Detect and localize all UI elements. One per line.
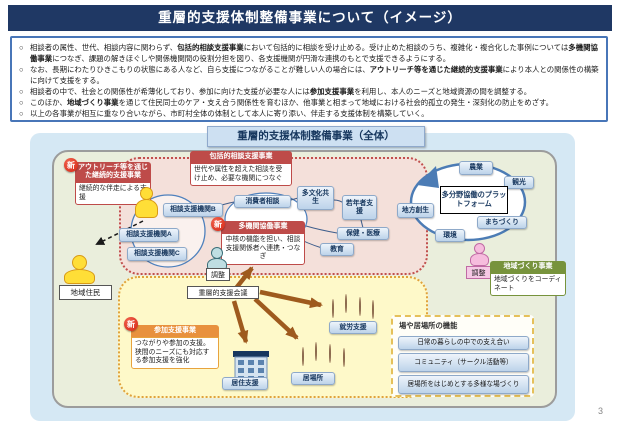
community-card-body: 地域づくりをコーディネート: [490, 273, 566, 297]
consumer-consult-box: 消費者相談: [234, 195, 291, 208]
new-badge-outreach: 新: [64, 158, 78, 172]
page-title: 重層的支援体制整備事業について（イメージ）: [8, 5, 612, 31]
employment-people-icon: [331, 291, 386, 321]
agency-c-box: 相談支援機関C: [127, 247, 187, 261]
place-function-item: 日常の暮らしの中での支え合い: [398, 336, 529, 350]
agency-b-box: 相談支援機関B: [163, 203, 223, 217]
tourism-box: 観光: [504, 176, 534, 189]
multi-agency-card-body: 中核の機能を担い、相談支援関係者へ連携・つなぎ: [221, 233, 305, 265]
place-function-item: コミュニティ（サークル活動等）: [398, 353, 529, 372]
participation-card-header: 参加支援事業: [131, 325, 219, 338]
summary-bullets: ○相談者の属性、世代、相談内容に関わらず、包括的相談支援事業において包括的に相談…: [10, 36, 608, 122]
bullet-item: ○相談者の属性、世代、相談内容に関わらず、包括的相談支援事業において包括的に相談…: [19, 43, 598, 63]
bullet-item: ○このほか、地域づくり事業を通じて住民同士のケア・支え合う関係性を育むほか、他事…: [19, 97, 554, 107]
employment-support-label: 就労支援: [329, 321, 377, 334]
community-coordinator-icon: [470, 243, 489, 266]
supported-person-icon: [135, 187, 158, 218]
new-badge-participation: 新: [124, 317, 138, 331]
bullet-item: ○相談者の中で、社会との関係性が希薄化しており、参加に向けた支援が必要な人には参…: [19, 86, 532, 96]
youth-support-box: 若年者支援: [342, 195, 377, 220]
community-development-card: 地域づくり事業 地域づくりをコーディネート: [490, 261, 566, 297]
bullet-item: ○なお、長期にわたりひきこもりの状態にある人など、自ら支援につながることが難しい…: [19, 64, 599, 85]
diagram-title: 重層的支援体制整備事業（全体）: [207, 126, 425, 147]
place-label: 居場所: [291, 372, 335, 385]
community-card-header: 地域づくり事業: [490, 261, 566, 274]
participation-support-card: 参加支援事業 つながりや参加の支援。狭間のニーズにも対応する参加支援を強化: [131, 325, 219, 369]
multi-agency-card-header: 多機関協働事業: [221, 221, 305, 234]
agriculture-box: 農業: [459, 161, 493, 175]
place-functions-box: 場や居場所の機能 日常の暮らしの中での支え合い コミュニティ（サークル活動等） …: [391, 315, 534, 397]
comprehensive-consultation-card: 包括的相談支援事業 世代や属性を超えた相談を受け止め、必要な機関につなぐ: [190, 151, 292, 187]
town-planning-box: まちづくり: [477, 216, 527, 229]
multi-agency-card: 多機関協働事業 中核の機能を担い、相談支援関係者へ連携・つなぎ: [221, 221, 305, 265]
comprehensive-card-body: 世代や属性を超えた相談を受け止め、必要な機関につなぐ: [190, 163, 292, 187]
layered-meeting-box: 重層的支援会議: [187, 286, 259, 299]
resident-label: 地域住民: [59, 285, 112, 300]
environment-box: 環境: [435, 229, 465, 242]
place-people-icon: [302, 338, 360, 368]
coordinator-person-icon: [207, 247, 227, 271]
outreach-card-header: アウトリーチ等を通じた継続的支援事業: [75, 162, 151, 183]
place-function-item: 居場所をはじめとする多様な場づくり: [398, 375, 529, 394]
coordination-label: 調整: [206, 268, 230, 281]
resident-person-icon: [64, 255, 95, 284]
comprehensive-card-header: 包括的相談支援事業: [190, 151, 292, 164]
participation-card-body: つながりや参加の支援。狭間のニーズにも対応する参加支援を強化: [131, 337, 219, 369]
agency-a-box: 相談支援機関A: [119, 228, 179, 242]
place-functions-title: 場や居場所の機能: [399, 321, 458, 330]
regional-revitalization-box: 地方創生: [397, 203, 434, 218]
community-coordination-label: 調整: [466, 266, 491, 279]
new-badge-multi-agency: 新: [211, 217, 225, 231]
platform-box: 多分野協働のプラットフォーム: [440, 186, 508, 214]
health-medical-box: 保健・医療: [337, 227, 389, 240]
bullet-item: ○以上の各事業が相互に重なり合いながら、市町村全体の体制として本人に寄り添い、伴…: [19, 108, 429, 118]
page-number: 3: [598, 406, 604, 416]
housing-support-label: 居住支援: [222, 377, 268, 390]
multicultural-box: 多文化共生: [297, 186, 334, 210]
education-box: 教育: [320, 243, 354, 256]
